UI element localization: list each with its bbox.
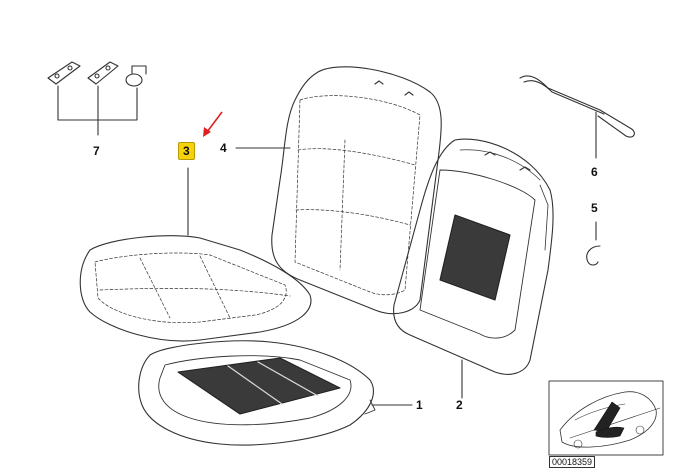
part-5-clip [586,221,601,266]
bracket-plate-left [47,61,81,85]
seat-clip [125,65,147,87]
car-locator-thumbnail [548,380,664,456]
part-3-seat-cover [79,167,312,342]
part-2-backrest-frame [393,138,554,399]
part-7-hardware [47,61,147,136]
callout-2[interactable]: 2 [456,398,463,412]
callout-5[interactable]: 5 [591,201,598,215]
part-1-seat-frame [138,340,413,446]
callout-7[interactable]: 7 [93,144,100,158]
callout-4[interactable]: 4 [220,141,227,155]
part-6-cable [519,75,635,159]
pointer-arrow-icon [203,111,223,137]
bracket-plate-right [87,61,119,85]
callout-1[interactable]: 1 [416,398,423,412]
callout-6[interactable]: 6 [591,165,598,179]
reference-number: 00018359 [549,456,596,468]
part-4-backrest-cover [235,66,442,315]
callout-3[interactable]: 3 [178,142,195,160]
